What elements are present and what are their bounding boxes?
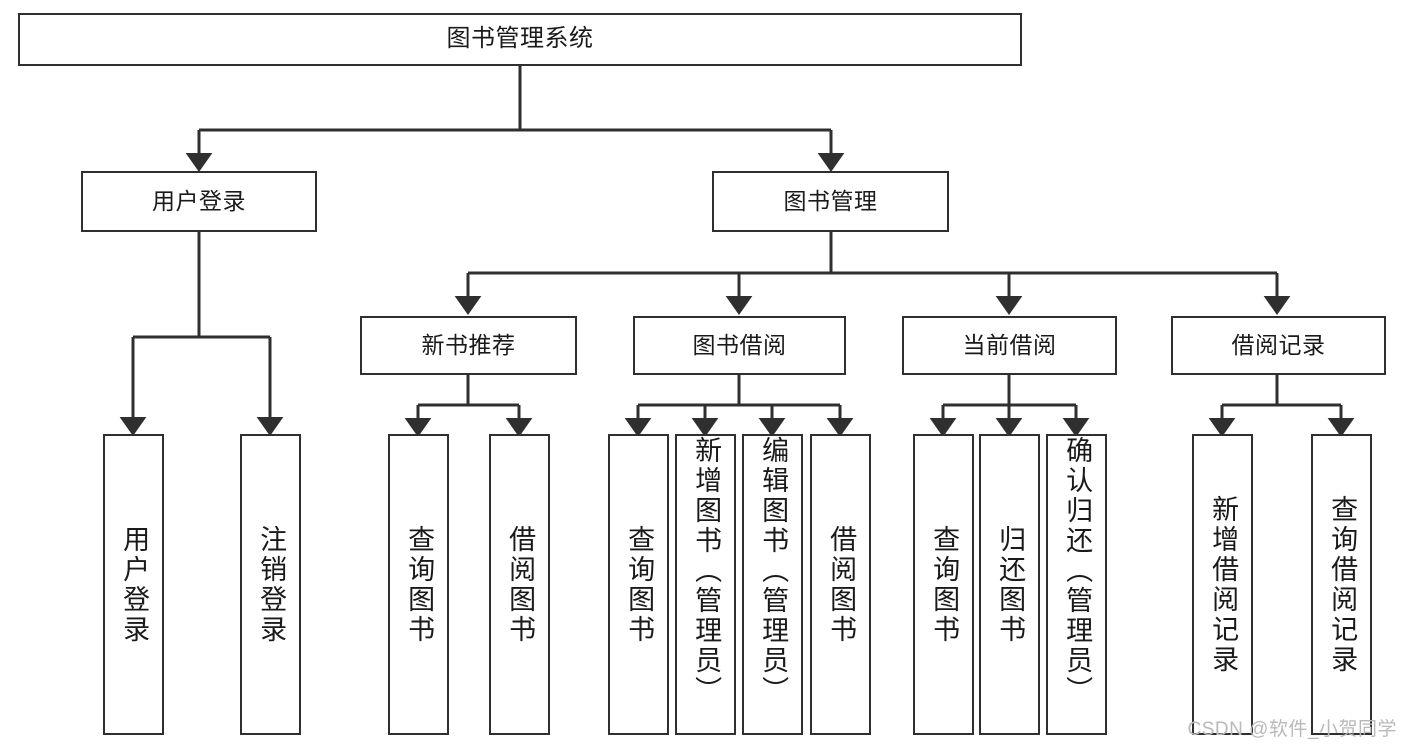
node-leaf-add-borrow-record[interactable]: 新增借阅记录 <box>1192 434 1253 735</box>
node-new-book-recommend[interactable]: 新书推荐 <box>360 316 577 375</box>
node-label: 注销登录 <box>256 524 287 645</box>
node-label: 查询图书 <box>929 524 960 645</box>
node-label: 新增借阅记录 <box>1208 494 1239 675</box>
node-user-login[interactable]: 用户登录 <box>81 171 317 232</box>
watermark: CSDN @软件_小贺同学 <box>1187 719 1397 740</box>
node-leaf-user-login[interactable]: 用户登录 <box>103 434 164 735</box>
node-label: 新增图书（管理员） <box>691 436 722 706</box>
node-label: 借阅记录 <box>1231 331 1326 358</box>
node-leaf-query-book-borrow[interactable]: 查询图书 <box>608 434 669 735</box>
node-label: 新书推荐 <box>421 331 516 358</box>
node-label: 查询借阅记录 <box>1327 494 1358 675</box>
node-label: 编辑图书（管理员） <box>758 436 789 706</box>
node-label: 图书管理系统 <box>446 25 594 53</box>
node-label: 查询图书 <box>624 524 655 645</box>
node-current-borrow[interactable]: 当前借阅 <box>902 316 1117 375</box>
node-leaf-query-borrow-record[interactable]: 查询借阅记录 <box>1311 434 1372 735</box>
node-book-management[interactable]: 图书管理 <box>712 171 949 232</box>
node-borrow-record[interactable]: 借阅记录 <box>1171 316 1386 375</box>
node-book-borrow[interactable]: 图书借阅 <box>633 316 846 375</box>
node-leaf-edit-book-admin[interactable]: 编辑图书（管理员） <box>742 434 803 735</box>
node-label: 图书管理 <box>783 187 878 214</box>
node-label: 当前借阅 <box>962 331 1057 358</box>
node-root-system[interactable]: 图书管理系统 <box>18 13 1022 66</box>
node-leaf-query-book-new[interactable]: 查询图书 <box>388 434 449 735</box>
node-label: 用户登录 <box>119 524 150 645</box>
node-leaf-add-book-admin[interactable]: 新增图书（管理员） <box>675 434 736 735</box>
node-leaf-borrow-book-new[interactable]: 借阅图书 <box>489 434 550 735</box>
node-label: 用户登录 <box>152 187 246 214</box>
node-label: 查询图书 <box>404 524 435 645</box>
node-leaf-return-book[interactable]: 归还图书 <box>979 434 1040 735</box>
node-leaf-query-book-current[interactable]: 查询图书 <box>913 434 974 735</box>
node-leaf-logout[interactable]: 注销登录 <box>240 434 301 735</box>
node-label: 借阅图书 <box>826 524 857 645</box>
node-label: 图书借阅 <box>692 331 787 358</box>
node-label: 确认归还（管理员） <box>1062 436 1093 706</box>
node-label: 归还图书 <box>995 524 1026 645</box>
node-label: 借阅图书 <box>505 524 536 645</box>
node-leaf-borrow-book[interactable]: 借阅图书 <box>810 434 871 735</box>
node-leaf-confirm-return-admin[interactable]: 确认归还（管理员） <box>1046 434 1107 735</box>
